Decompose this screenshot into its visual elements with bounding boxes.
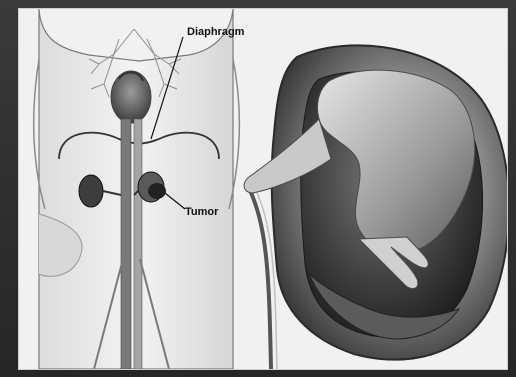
tumor-label: Tumor: [185, 206, 219, 218]
aorta: [121, 119, 131, 369]
catheter-tube: [247, 184, 271, 369]
heart: [111, 71, 151, 123]
illustration-panel: Diaphragm Tumor: [18, 8, 508, 370]
vena-cava: [134, 119, 142, 369]
left-kidney: [79, 175, 103, 207]
diaphragm-label: Diaphragm: [187, 26, 245, 38]
tumor: [148, 183, 166, 199]
anatomy-illustration: Diaphragm Tumor: [19, 9, 507, 369]
